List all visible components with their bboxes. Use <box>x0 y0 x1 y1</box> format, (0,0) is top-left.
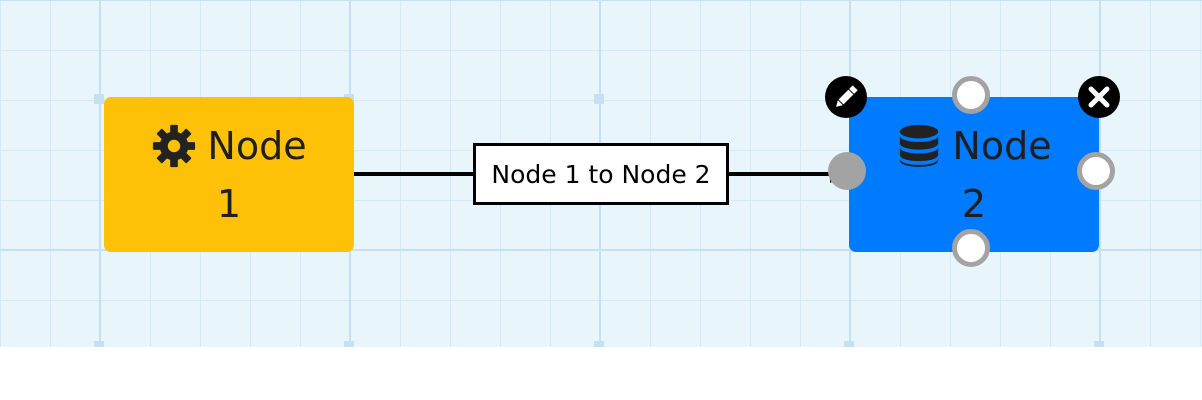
node-2-number: 2 <box>961 181 987 226</box>
diagram-canvas[interactable]: Node 1 to Node 2 Node 1 <box>0 0 1202 347</box>
pencil-icon <box>836 85 858 107</box>
database-icon <box>900 124 939 167</box>
edge-label[interactable]: Node 1 to Node 2 <box>473 143 729 205</box>
gear-icon <box>153 124 196 167</box>
port-left-connected[interactable] <box>828 152 866 190</box>
grid-marker <box>844 341 854 347</box>
port-top[interactable] <box>952 76 990 114</box>
node-1-title: Node <box>207 123 307 168</box>
edit-node-button[interactable] <box>825 76 867 118</box>
grid-marker <box>94 341 104 347</box>
delete-node-button[interactable] <box>1078 76 1120 118</box>
port-right[interactable] <box>1077 152 1115 190</box>
port-bottom[interactable] <box>952 229 990 267</box>
close-icon <box>1088 86 1110 108</box>
node-2[interactable]: Node 2 <box>849 97 1099 252</box>
grid-marker <box>1094 341 1104 347</box>
grid-marker <box>594 341 604 347</box>
grid-marker <box>594 94 604 104</box>
edge-label-text: Node 1 to Node 2 <box>491 159 711 189</box>
node-1-number: 1 <box>216 181 242 226</box>
grid-marker <box>94 94 104 104</box>
grid-marker <box>344 341 354 347</box>
node-2-title: Node <box>952 123 1052 168</box>
node-1[interactable]: Node 1 <box>104 97 354 252</box>
